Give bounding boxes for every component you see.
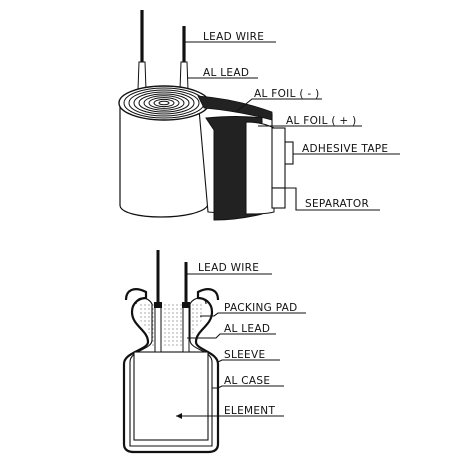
top-roll-body [119, 103, 209, 218]
bottom-al-case [129, 297, 213, 447]
bottom-al-lead-left [154, 305, 162, 353]
top-roll-windings [123, 87, 205, 119]
top-separator-lower [271, 187, 286, 209]
label-top-al-lead: AL LEAD [203, 67, 249, 79]
label-separator: SEPARATOR [305, 198, 369, 210]
label-sleeve: SLEEVE [224, 349, 265, 361]
top-al-lead-right [179, 61, 189, 91]
label-element: ELEMENT [224, 405, 275, 417]
top-separator-tab [271, 127, 286, 189]
bottom-element [133, 351, 209, 441]
top-leader-lines [184, 41, 400, 211]
label-bottom-al-lead: AL LEAD [224, 323, 270, 335]
label-packing-pad: PACKING PAD [224, 302, 298, 314]
label-bottom-lead-wire: LEAD WIRE [198, 262, 259, 274]
label-top-lead-wire: LEAD WIRE [203, 31, 264, 43]
bottom-al-lead-right [182, 305, 190, 353]
label-al-foil-pos: AL FOIL ( + ) [286, 115, 357, 127]
top-separator-sheet [245, 121, 275, 215]
wound-element-drawing [118, 10, 294, 221]
bottom-leader-lines [176, 273, 306, 419]
label-al-foil-neg: AL FOIL ( - ) [254, 88, 320, 100]
bottom-sleeve-outline [122, 288, 220, 454]
label-al-case: AL CASE [224, 375, 270, 387]
assembled-capacitor-drawing [122, 250, 220, 454]
top-foil-strip [197, 95, 273, 121]
top-al-lead-left [137, 61, 147, 91]
top-roll-end [118, 85, 210, 121]
label-adhesive-tape: ADHESIVE TAPE [302, 143, 388, 155]
